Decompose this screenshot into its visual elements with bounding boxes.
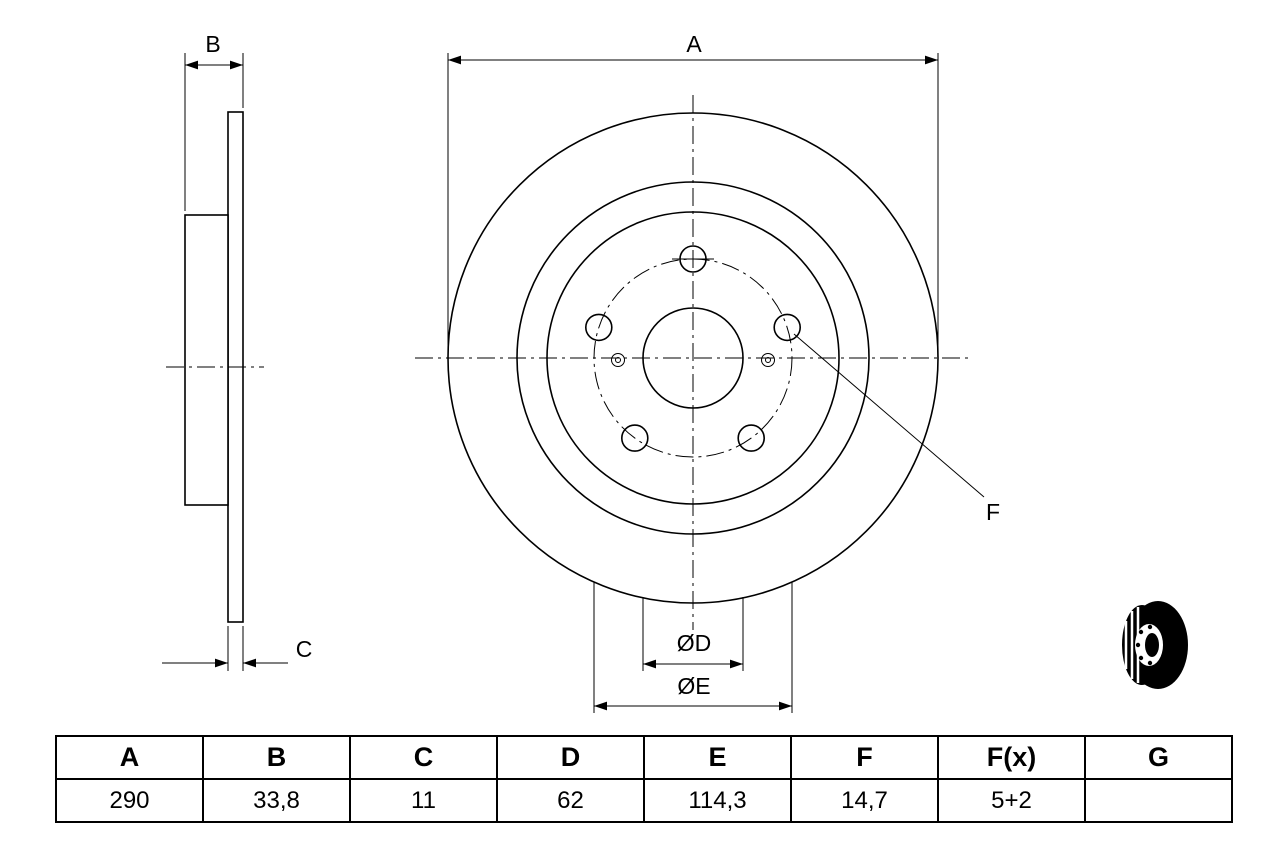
value-c: 11 [349, 778, 498, 823]
bolt-hole-upper-right [773, 313, 802, 342]
front-view: A ØD ØE F [415, 31, 1000, 713]
header-g: G [1084, 735, 1233, 780]
dim-b-label: B [205, 31, 220, 57]
icon-center-bore [1145, 633, 1159, 657]
icon-bolt-hole [1135, 642, 1141, 648]
header-c: C [349, 735, 498, 780]
dim-f-leader [793, 333, 985, 498]
dimension-table: A B C D E F F(x) G 290 33,8 11 62 114,3 … [55, 735, 1233, 823]
table-header-row: A B C D E F F(x) G [55, 735, 1233, 780]
table-value-row: 290 33,8 11 62 114,3 14,7 5+2 [55, 778, 1233, 823]
screw-hole-right-inner [765, 357, 771, 363]
bolt-hole-lower-left [620, 424, 649, 452]
bolt-hole-upper-left [584, 313, 613, 342]
hub-face-circle [546, 211, 840, 505]
value-b: 33,8 [202, 778, 351, 823]
dim-a-label: A [686, 31, 702, 57]
dim-d-label: ØD [677, 630, 712, 656]
dim-e-label: ØE [677, 673, 710, 699]
icon-bolt-hole [1138, 629, 1144, 635]
icon-bolt-hole [1147, 624, 1153, 630]
header-fx: F(x) [937, 735, 1086, 780]
dim-a: A [447, 31, 939, 352]
screw-holes [611, 353, 775, 367]
screw-hole-right [761, 353, 775, 367]
header-d: D [496, 735, 645, 780]
center-hole [642, 307, 744, 409]
screw-hole-left [611, 353, 625, 367]
dim-c-label: C [296, 636, 313, 662]
header-e: E [643, 735, 792, 780]
side-view-hat [184, 214, 229, 506]
outer-circle [447, 112, 939, 604]
friction-ring-circle [516, 181, 870, 535]
dim-b: B [184, 31, 244, 211]
icon-bolt-hole [1138, 655, 1144, 661]
dim-c: C [162, 626, 312, 671]
dim-f-label: F [986, 499, 1000, 525]
dim-d: ØD [642, 597, 744, 671]
value-e: 114,3 [643, 778, 792, 823]
dim-e: ØE [593, 582, 793, 713]
value-a: 290 [55, 778, 204, 823]
header-b: B [202, 735, 351, 780]
bolt-holes [584, 245, 802, 452]
header-a: A [55, 735, 204, 780]
side-view: B C [162, 31, 312, 671]
header-f: F [790, 735, 939, 780]
brake-disc-icon [1122, 601, 1188, 689]
value-fx: 5+2 [937, 778, 1086, 823]
screw-hole-left-inner [615, 357, 621, 363]
icon-bolt-hole [1147, 660, 1153, 666]
dim-f: F [793, 333, 1000, 525]
bolt-hole-lower-right [737, 424, 766, 452]
value-d: 62 [496, 778, 645, 823]
technical-drawing: B C [162, 31, 1188, 713]
value-f: 14,7 [790, 778, 939, 823]
value-g [1084, 778, 1233, 823]
